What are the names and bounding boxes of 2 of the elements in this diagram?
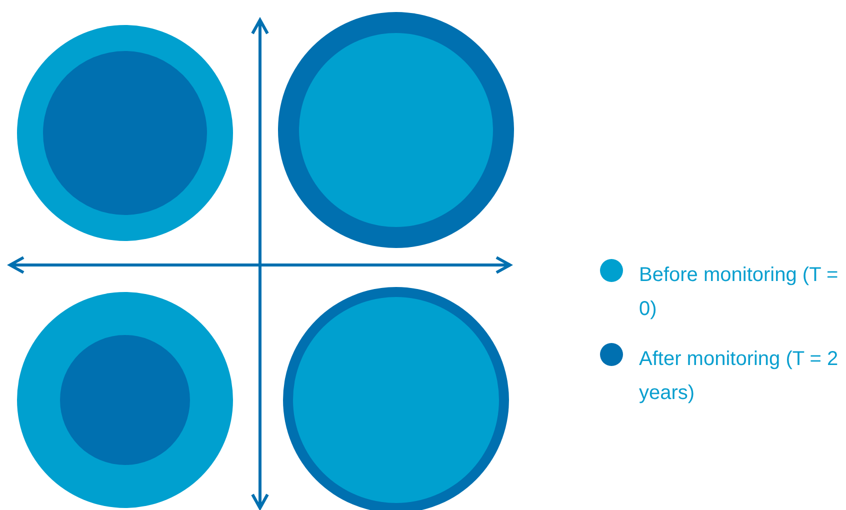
- legend-text: Before monitoring (T = 0): [639, 263, 840, 322]
- legend-text: After monitoring (T = 2 years): [639, 347, 840, 406]
